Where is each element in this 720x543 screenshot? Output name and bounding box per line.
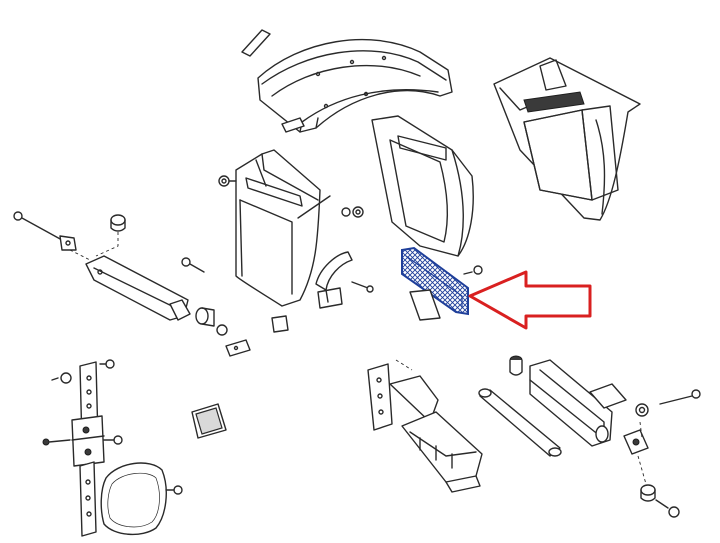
bushing-top — [110, 214, 126, 232]
mount-bolt-top — [99, 359, 115, 369]
reflector-light — [191, 403, 227, 439]
bottom-right-bushing — [640, 484, 656, 502]
dashed-guide-3 — [639, 421, 643, 439]
step-frame-bracket — [367, 359, 483, 493]
clamp-block — [71, 415, 105, 467]
dashed-guide-4 — [637, 455, 647, 485]
right-long-bolt — [635, 389, 701, 417]
small-link-plate — [225, 339, 251, 357]
grille-mounting-plate — [409, 289, 441, 321]
side-screw-left — [42, 438, 71, 446]
bottom-right-bolt — [655, 499, 680, 518]
mirror-head — [100, 462, 183, 535]
center-mudflap-panel — [371, 115, 474, 257]
mesh-grille-panel[interactable] — [401, 246, 469, 316]
side-screw-right — [103, 435, 123, 445]
mount-nut-left — [51, 372, 72, 384]
lower-mount-bar — [79, 461, 97, 537]
support-arm-bracket — [85, 255, 191, 321]
washer-pair — [341, 206, 364, 218]
fender-clip-top — [241, 29, 271, 57]
rear-mudguard-assembly — [493, 57, 641, 221]
dashed-guide-2 — [95, 232, 119, 257]
hex-bolt-center — [181, 257, 205, 273]
spacer-sleeve — [195, 307, 215, 327]
rod-bushing — [509, 355, 523, 376]
grille-clip-screw — [463, 265, 483, 275]
step-rod — [478, 388, 562, 457]
panel-tab — [271, 315, 289, 333]
clamp-screw — [351, 281, 374, 293]
small-bolt-nut — [218, 175, 237, 187]
fender-clip-left — [281, 117, 305, 133]
curved-clamp-bracket — [315, 251, 353, 309]
red-outline-arrow — [468, 270, 592, 330]
step-support-frame — [529, 359, 627, 447]
dashed-guide-1 — [69, 249, 91, 261]
long-bolt — [13, 211, 77, 251]
spacer-nut — [216, 324, 228, 336]
rear-fender-cover — [257, 38, 453, 133]
side-panel-bracket — [235, 149, 331, 307]
right-pivot-clip — [623, 429, 649, 455]
